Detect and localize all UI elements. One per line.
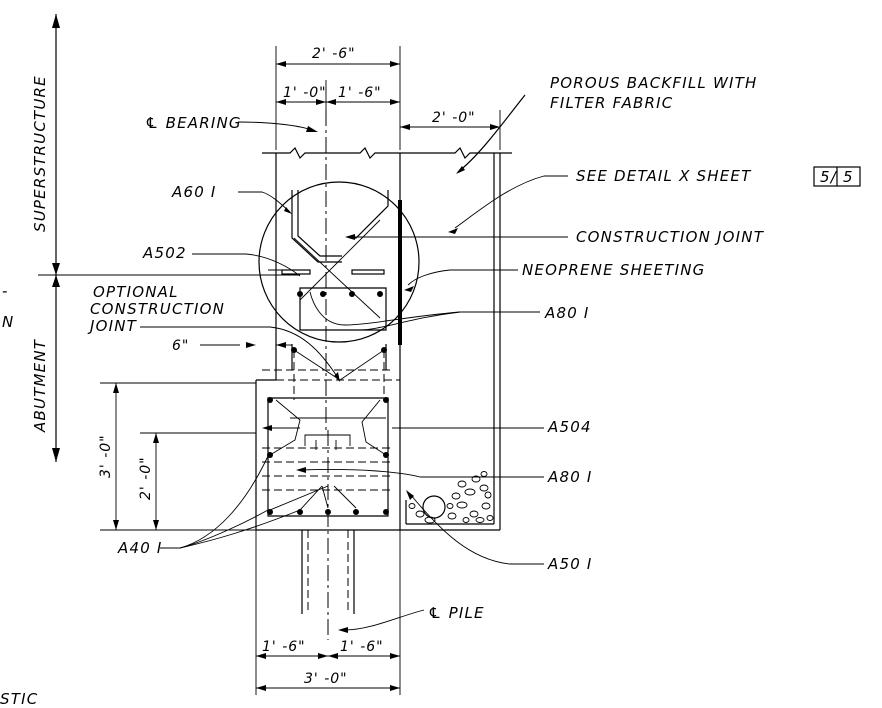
dim-backfill-width: 2' -0" [432, 110, 476, 126]
dim-top-left: 1' -0" [283, 85, 327, 101]
a501-label: A50 I [547, 555, 593, 573]
see-detail-label: SEE DETAIL X SHEET [576, 167, 752, 185]
a601-label: A60 I [171, 183, 217, 201]
porous-backfill-label-2: FILTER FABRIC [550, 94, 673, 112]
backfill-wall [400, 153, 501, 531]
backfill-leader [457, 94, 526, 173]
dim-top-total: 2' -6" [312, 46, 356, 62]
a801-mid-label: A80 I [547, 468, 593, 486]
a401-label: A40 I [117, 539, 163, 557]
superstructure-label: SUPERSTRUCTURE [31, 75, 49, 232]
optional-cj-label-3: JOINT [87, 317, 138, 335]
elevation-scale [38, 14, 300, 462]
dim-top-right: 1' -6" [338, 85, 382, 101]
dim-step: 6" [172, 338, 189, 354]
optional-cj-label-1: OPTIONAL [93, 283, 179, 301]
dim-bottom-left: 1' -6" [262, 639, 306, 655]
edge-fragment-top: - [2, 282, 9, 300]
pile [300, 430, 356, 640]
reinforcement [262, 190, 394, 517]
top-dimensions [275, 46, 501, 150]
abutment-label: ABUTMENT [31, 338, 49, 433]
break-line [262, 146, 512, 160]
dim-height-outer: 3' -0" [98, 434, 114, 478]
neoprene-sheeting [398, 200, 402, 345]
edge-fragment-mid: N [2, 313, 14, 331]
detail-circle [258, 181, 420, 343]
porous-backfill-label-1: POROUS BACKFILL WITH [550, 74, 757, 92]
cl-bearing-label: ℄ BEARING [145, 114, 242, 132]
cl-pile-label: ℄ PILE [428, 604, 485, 622]
edge-fragment-bottom: STIC [0, 690, 38, 708]
construction-joint-label: CONSTRUCTION JOINT [576, 228, 765, 246]
dim-bottom-right: 1' -6" [340, 639, 384, 655]
a504-label: A504 [547, 418, 592, 436]
dim-height-inner: 2' -0" [138, 456, 154, 500]
neoprene-sheeting-label: NEOPRENE SHEETING [522, 261, 706, 279]
gravel-backfill [408, 471, 494, 524]
a502-label: A502 [142, 244, 187, 262]
bottom-dimensions [255, 530, 401, 695]
sheet-ref: 5/ 5 [820, 168, 854, 186]
a801-top-label: A80 I [544, 304, 590, 322]
drain-pipe [422, 495, 446, 519]
dim-bottom-total: 3' -0" [304, 671, 348, 687]
height-dimensions [113, 383, 159, 530]
optional-cj-label-2: CONSTRUCTION [90, 300, 225, 318]
